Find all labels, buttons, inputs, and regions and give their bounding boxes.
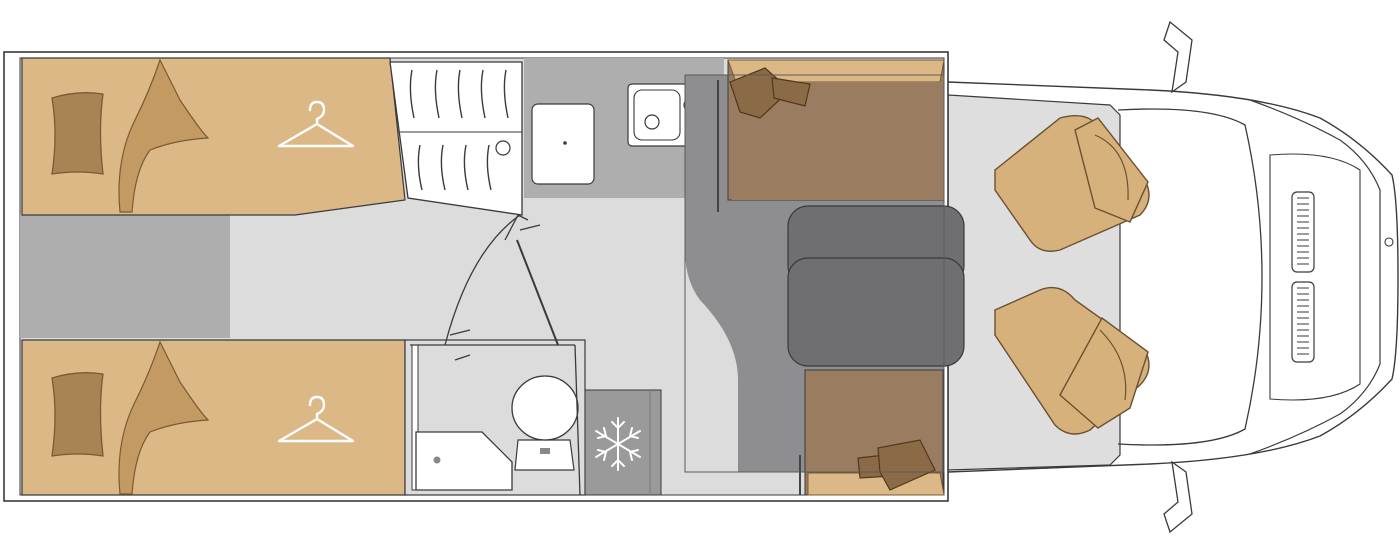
cab-body-outline (947, 81, 1399, 473)
overlay-frame (684, 74, 945, 473)
passenger-seat (994, 286, 1150, 435)
rear-bed-top (21, 57, 406, 216)
bonnet-inner (1269, 153, 1361, 401)
sink-icon (531, 103, 595, 185)
pillow-icon (729, 67, 811, 119)
badge (1384, 237, 1394, 247)
pillow-icon (51, 92, 104, 175)
hanger-icon (277, 395, 355, 443)
mirror-icon (1163, 20, 1193, 534)
bed-blanket-fold (118, 340, 210, 495)
headlight-grille-icon (1291, 191, 1315, 363)
dinette-bench-front (717, 59, 945, 212)
shower-door (410, 214, 581, 496)
pillow-icon (51, 372, 104, 457)
driver-seat (994, 115, 1150, 252)
hanger-icon (277, 100, 355, 148)
dinette (684, 59, 965, 496)
bathroom (404, 214, 662, 496)
fridge (584, 389, 662, 496)
bed-blanket-fold (118, 58, 210, 213)
dinette-table (787, 205, 965, 367)
rear-floor (20, 214, 230, 338)
bonnet-line (1249, 99, 1381, 455)
wardrobe-rails (389, 61, 523, 216)
vehicle-cab (947, 20, 1399, 534)
dinette-bench-rear (799, 369, 945, 496)
shower-tray-icon (415, 431, 513, 491)
snowflake-icon (595, 417, 641, 471)
rear-bed-bottom (21, 339, 406, 496)
toilet-icon (511, 375, 579, 471)
windscreen (1117, 108, 1263, 446)
